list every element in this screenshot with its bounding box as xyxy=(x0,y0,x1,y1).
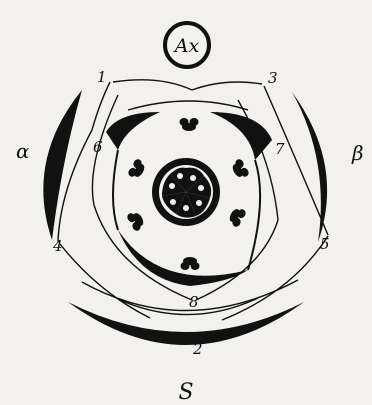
sepal-label-4: 4 xyxy=(52,237,63,255)
subtending-label: S xyxy=(178,380,193,405)
inner-crescent-top-left xyxy=(106,112,160,150)
sepal-label-1: 1 xyxy=(97,68,107,86)
subtending-bract xyxy=(68,302,304,345)
sepal-3-arc xyxy=(192,82,262,90)
inner-crescent-bottom xyxy=(118,230,248,286)
ovary xyxy=(152,158,220,226)
sepal-label-2: 2 xyxy=(192,340,203,358)
stamen-left-upper xyxy=(127,158,148,181)
sepal-5-arc xyxy=(222,236,328,320)
inner-ring-right xyxy=(248,160,260,270)
petal-label-7: 7 xyxy=(275,140,285,158)
stamen-top xyxy=(180,118,199,131)
sepal-label-5: 5 xyxy=(320,235,330,253)
bract-alpha-label: α xyxy=(16,139,30,163)
stamen-bottom xyxy=(181,257,200,270)
sepal-1-arc xyxy=(113,80,192,90)
sepal-label-3: 3 xyxy=(268,69,278,87)
inner-top-arc xyxy=(128,101,248,110)
axis-label: Ax xyxy=(173,35,200,57)
bract-beta-label: β xyxy=(351,141,364,165)
stamen-left-lower xyxy=(126,209,147,232)
stamen-right-lower xyxy=(226,205,247,228)
petal-label-8: 8 xyxy=(189,293,199,311)
inner-ring xyxy=(113,150,118,230)
stamen-right-upper xyxy=(229,158,250,181)
petal-7-arc-b xyxy=(196,220,278,300)
petal-label-6: 6 xyxy=(93,138,103,156)
sepal-1-arc-inner xyxy=(92,82,110,130)
